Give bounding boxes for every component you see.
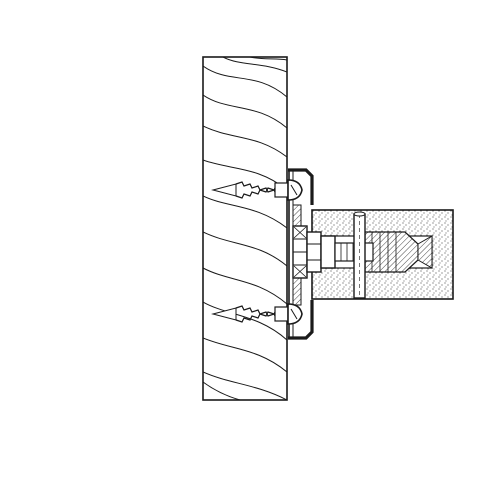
- threaded-insert: [364, 231, 433, 273]
- upper-wood-screw: [211, 179, 303, 201]
- wall-section: [202, 56, 288, 401]
- lower-wood-screw: [211, 303, 303, 325]
- cross-dowel: [353, 211, 366, 299]
